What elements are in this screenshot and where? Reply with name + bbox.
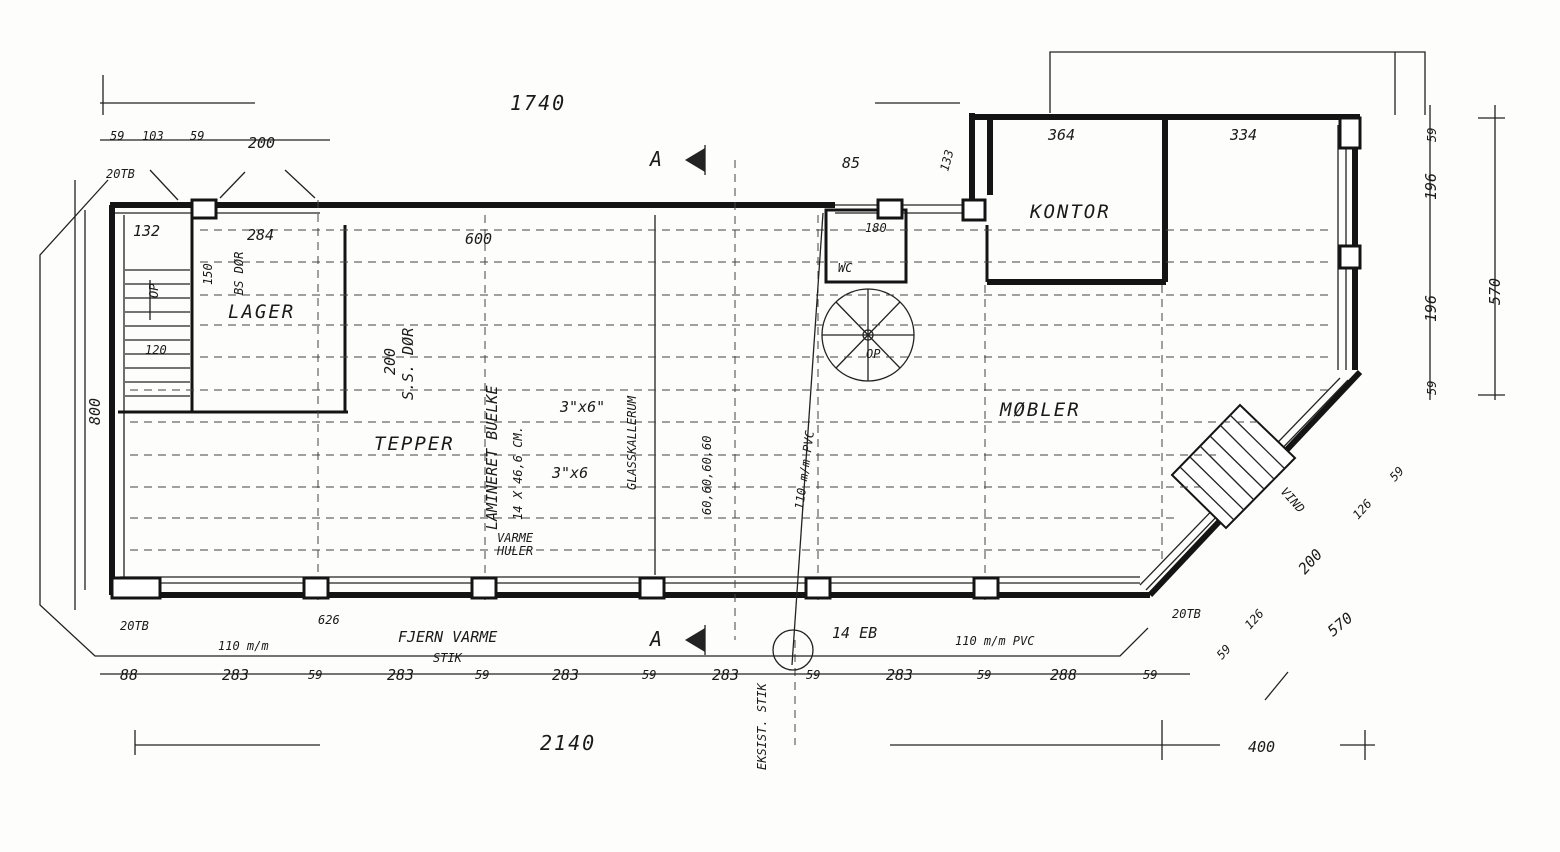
dim-b-88: 88 bbox=[120, 666, 138, 684]
dim-b-288: 288 bbox=[1050, 666, 1077, 684]
dim-d-59b: 59 bbox=[1387, 464, 1407, 484]
room-labels: LAGER TEPPER KONTOR MØBLER bbox=[228, 201, 1111, 455]
dimension-lines bbox=[74, 75, 1505, 760]
site-boundary bbox=[39, 169, 1149, 671]
dim-top-59b: 59 bbox=[190, 129, 204, 143]
dim-top-364: 364 bbox=[1047, 126, 1075, 144]
note-beam-3x6-a: 3"x6" bbox=[559, 398, 605, 416]
dim-right-400: 400 bbox=[1248, 738, 1275, 756]
room-tepper: TEPPER bbox=[374, 433, 455, 455]
dim-in-132: 132 bbox=[133, 222, 160, 240]
dim-in-150: 150 bbox=[201, 263, 215, 285]
spiral-stair bbox=[821, 288, 915, 382]
dim-top-59a: 59 bbox=[110, 129, 124, 143]
note-eksist: EKSIST. STIK bbox=[755, 683, 769, 770]
dim-right-570: 570 bbox=[1486, 278, 1504, 305]
dim-top-133: 133 bbox=[937, 148, 956, 173]
dim-b-59-4: 59 bbox=[806, 668, 820, 682]
section-a-bottom: A bbox=[648, 627, 664, 651]
note-beam-3x6-b: 3"x6 bbox=[551, 464, 588, 482]
columns bbox=[110, 116, 1362, 600]
dim-tb-bl: 20TB bbox=[120, 619, 149, 633]
note-pipe-vertical: 110 m/m PVC bbox=[792, 429, 817, 510]
dim-bottom-overall: 2140 bbox=[540, 731, 596, 755]
note-pipe-right: 110 m/m PVC bbox=[955, 634, 1035, 648]
dim-r-196b: 196 bbox=[1422, 295, 1440, 322]
dim-top-overall: 1740 bbox=[510, 91, 566, 115]
dimension-labels: 1740 2140 400 800 570 570 59 103 59 200 … bbox=[86, 91, 1504, 756]
note-heat-b: HULER bbox=[496, 544, 533, 558]
dim-top-200: 200 bbox=[248, 134, 275, 152]
note-up-lager: OP bbox=[147, 283, 161, 298]
dim-in-284: 284 bbox=[247, 226, 274, 244]
note-door-s: S.S. DØR bbox=[399, 328, 417, 400]
dim-d-200: 200 bbox=[1295, 545, 1327, 577]
dim-b-283-5: 283 bbox=[886, 666, 913, 684]
dim-in-180: 180 bbox=[865, 221, 887, 235]
dim-top-103: 103 bbox=[142, 129, 164, 143]
dim-b-59-2: 59 bbox=[475, 668, 489, 682]
dim-b-59-6: 59 bbox=[1143, 668, 1157, 682]
dim-tb-tl: 20TB bbox=[106, 167, 135, 181]
note-up-stair: OP bbox=[866, 347, 881, 361]
note-height-200: 200 bbox=[381, 348, 399, 375]
room-mobler: MØBLER bbox=[999, 399, 1081, 421]
note-laminated-beam: LAMINERET BUELKE bbox=[483, 386, 501, 531]
dim-top-85: 85 bbox=[842, 154, 860, 172]
dim-d-126b: 126 bbox=[1350, 497, 1375, 522]
dim-b-283-2: 283 bbox=[387, 666, 414, 684]
dim-b-283-1: 283 bbox=[222, 666, 249, 684]
dim-tb-br: 20TB bbox=[1172, 607, 1201, 621]
section-a-top: A bbox=[648, 147, 664, 171]
note-beam-size: 14 X 46,6 CM. bbox=[511, 426, 525, 520]
note-vind: VIND bbox=[1278, 485, 1308, 516]
dim-b-283-4: 283 bbox=[712, 666, 739, 684]
note-wc: WC bbox=[838, 261, 853, 275]
dim-d-126a: 126 bbox=[1242, 607, 1267, 632]
interior-walls bbox=[118, 118, 1168, 575]
dim-top-334: 334 bbox=[1229, 126, 1257, 144]
dim-r-59b: 59 bbox=[1425, 381, 1439, 395]
dim-diag-570: 570 bbox=[1324, 609, 1356, 640]
dim-b-59-1: 59 bbox=[308, 668, 322, 682]
note-lamp: 14 EB bbox=[832, 624, 877, 642]
dim-r-59a: 59 bbox=[1425, 128, 1439, 142]
dim-left-800: 800 bbox=[86, 398, 104, 425]
stair-left bbox=[125, 269, 190, 397]
note-door-lager: BS DØR bbox=[232, 252, 246, 295]
note-spring-heat: FJERN VARME bbox=[398, 628, 497, 646]
note-stik: STIK bbox=[433, 651, 463, 665]
dim-b-59-3: 59 bbox=[642, 668, 656, 682]
dim-in-120: 120 bbox=[145, 343, 167, 357]
entrance-stair bbox=[1170, 403, 1297, 530]
note-glass-wall: GLASSKALLERUM bbox=[625, 395, 639, 490]
dim-r-196a: 196 bbox=[1422, 173, 1440, 200]
annotations: LAMINERET BUELKE 14 X 46,6 CM. 3"x6" 3"x… bbox=[147, 252, 1308, 770]
note-heat-a: VARME bbox=[497, 531, 534, 545]
dim-in-600: 600 bbox=[465, 230, 492, 248]
dashed-grid bbox=[130, 160, 1330, 745]
dim-d-59a: 59 bbox=[1214, 642, 1234, 662]
section-arrows bbox=[685, 145, 706, 655]
dim-in-626: 626 bbox=[318, 613, 340, 627]
room-kontor: KONTOR bbox=[1029, 201, 1111, 223]
note-studs: 60,60,60,60 bbox=[700, 436, 714, 515]
section-labels: A A bbox=[648, 147, 664, 651]
note-pipe-left: 110 m/m bbox=[218, 639, 269, 653]
dim-b-283-3: 283 bbox=[552, 666, 579, 684]
room-lager: LAGER bbox=[228, 301, 295, 323]
dim-b-59-5: 59 bbox=[977, 668, 991, 682]
